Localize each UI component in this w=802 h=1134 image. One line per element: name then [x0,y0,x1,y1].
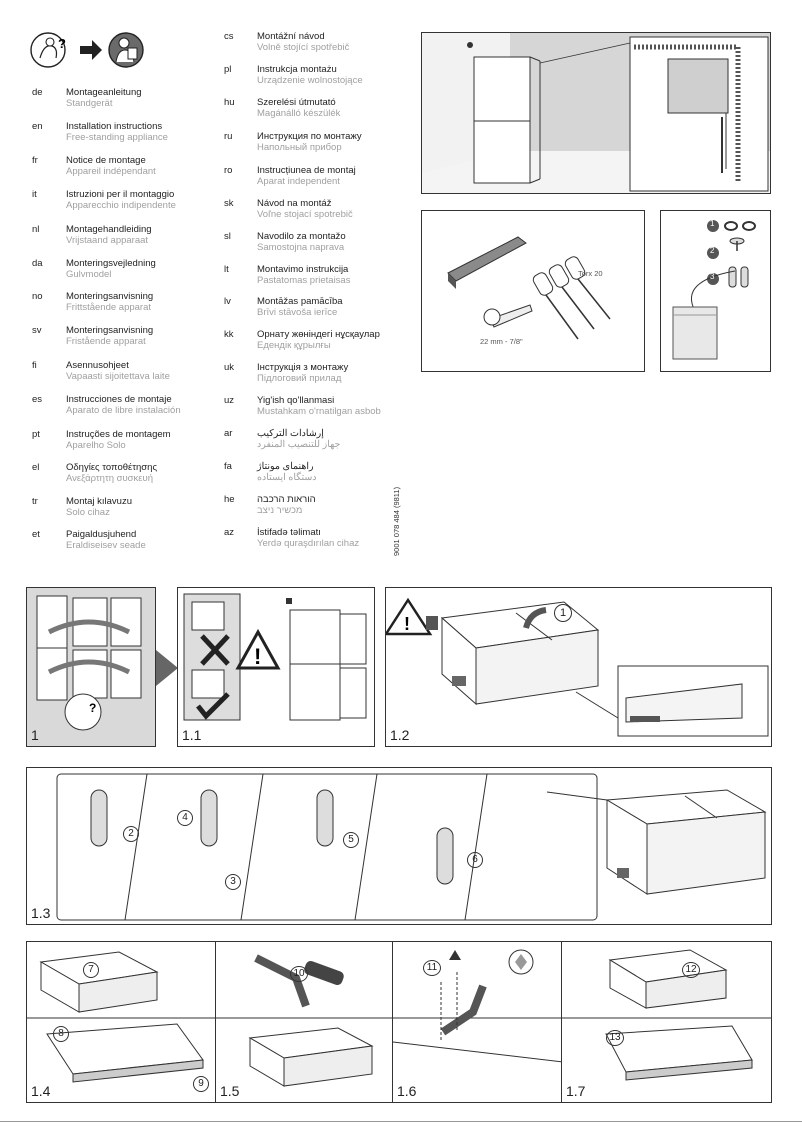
step-1-7-label: 1.7 [566,1083,586,1099]
step-1-3-label: 1.3 [31,905,51,921]
part-3-label: 3 [710,272,715,281]
step-1-2-label: 1.2 [390,727,410,743]
callout-9: 9 [193,1076,209,1092]
callout-7: 7 [83,962,99,978]
step-1-4-panel: 7 8 9 1.4 [26,941,216,1103]
torx-label: Torx 20 [578,269,603,278]
step-1-3-panel: 2 3 4 5 6 1.3 [26,767,772,925]
callout-12: 12 [682,962,700,978]
step-1-5-label: 1.5 [220,1083,240,1099]
parts-bag-illustration: 1 2 3 [660,210,771,372]
callout-1: 1 [554,604,572,622]
callout-11: 11 [423,960,441,976]
part-2-label: 2 [710,246,715,255]
step-1-label: 1 [31,727,39,743]
tools-illustration: Torx 20 22 mm - 7/8" [421,210,645,372]
callout-8: 8 [53,1026,69,1042]
document-number: 9001 078 484 (9811) [392,486,401,556]
callout-6: 6 [467,852,483,868]
step-1-6-panel: 11 1.6 [392,941,562,1103]
svg-text:!: ! [254,644,261,669]
part-1-label: 1 [710,219,715,228]
step-1-7-panel: 12 13 1.7 [561,941,772,1103]
page-bottom-rule [0,1121,802,1122]
callout-10: 10 [290,966,308,982]
svg-text:?: ? [58,36,66,51]
read-manual-pictogram: ? [30,32,144,68]
step-1-6-label: 1.6 [397,1083,417,1099]
step-1-1-panel: ! 1.1 [177,587,375,747]
svg-text:!: ! [404,614,410,634]
step-1-panel: ? 1 [26,587,156,747]
wrench-label: 22 mm - 7/8" [480,337,523,346]
step-1-2-panel: ! 1 1.2 [385,587,772,747]
callout-5: 5 [343,832,359,848]
callout-13: 13 [606,1030,624,1046]
svg-text:?: ? [89,701,96,715]
callout-4: 4 [177,810,193,826]
fridge-room-illustration [421,32,771,194]
step-1-4-label: 1.4 [31,1083,51,1099]
step-1-5-panel: 10 1.5 [215,941,393,1103]
callout-2: 2 [123,826,139,842]
step-1-1-label: 1.1 [182,727,202,743]
callout-3: 3 [225,874,241,890]
arrow-right-icon [156,650,178,686]
